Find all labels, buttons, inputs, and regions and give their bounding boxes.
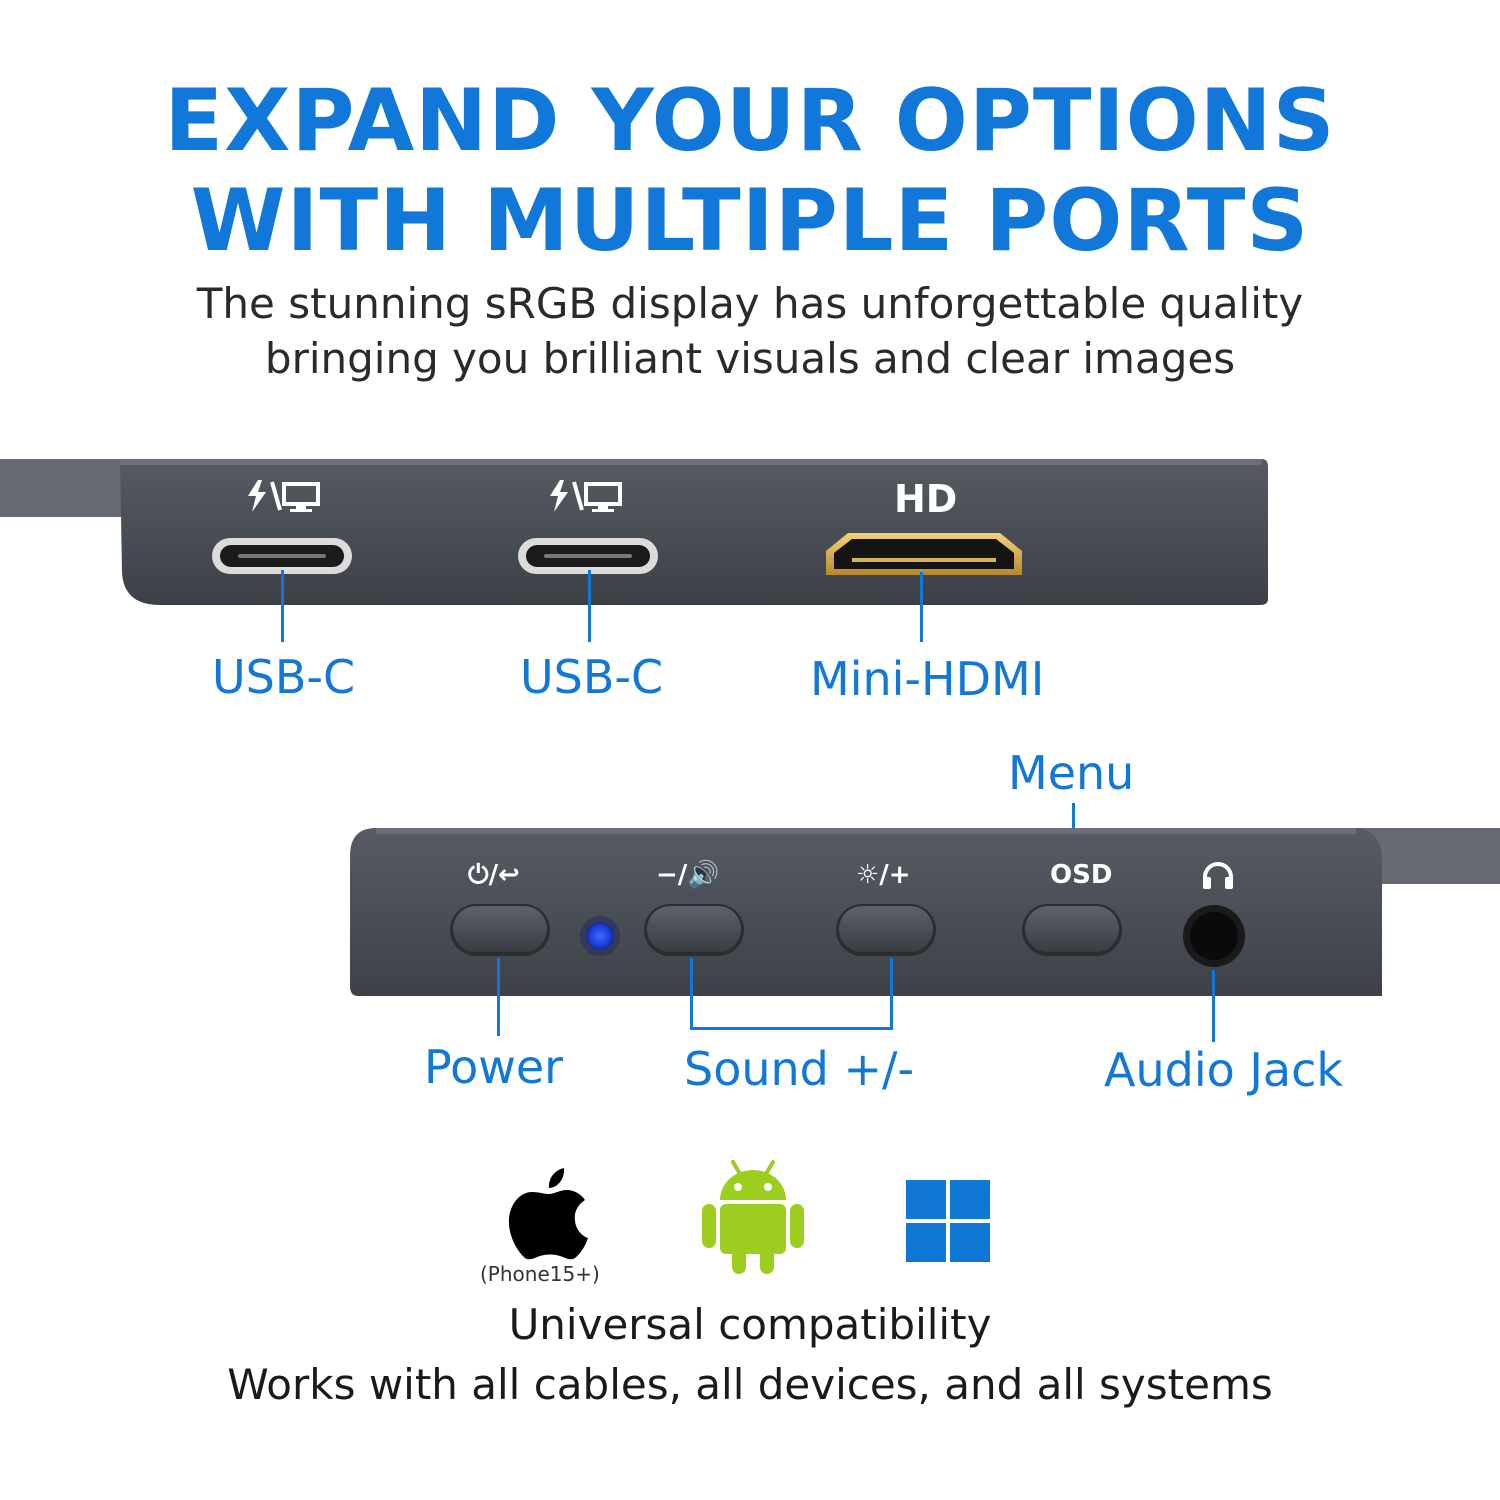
apple-note: (Phone15+) [480,1262,600,1286]
apple-icon [508,1164,590,1260]
audio-jack-port[interactable] [1183,905,1245,967]
windows-icon [906,1180,990,1262]
callout-line [497,958,500,1036]
mini-hdmi-label: Mini-HDMI [810,652,1045,706]
android-icon [700,1156,806,1276]
compatibility-title: Universal compatibility [508,1300,992,1349]
headphone-icon [1201,861,1235,891]
audio-jack-label: Audio Jack [1104,1043,1344,1097]
usb-c-label-1: USB-C [212,650,356,704]
volume-up-symbol: ☼/+ [856,860,911,890]
osd-button-symbol: OSD [1050,860,1113,890]
power-button[interactable] [450,904,550,956]
power-label: Power [424,1040,564,1094]
compatibility-subtitle: Works with all cables, all devices, and … [227,1360,1273,1409]
callout-line [690,958,693,1030]
callout-line [1212,970,1215,1042]
subtitle-line-2: bringing you brilliant visuals and clear… [264,334,1236,383]
callout-line [920,572,923,642]
callout-line [281,570,284,642]
side-ports-panel [0,455,1290,615]
sound-label: Sound +/- [684,1042,915,1096]
callout-line [588,570,591,642]
buttons-panel [346,826,1500,1002]
volume-down-symbol: −/🔊 [656,860,720,890]
callout-bracket [690,1027,893,1030]
headline-line-2: WITH MULTIPLE PORTS [190,171,1310,271]
menu-label: Menu [1008,746,1135,800]
power-display-icon [244,478,324,514]
subtitle-line-1: The stunning sRGB display has unforgetta… [196,279,1304,328]
callout-line [890,958,893,1030]
headline-line-1: EXPAND YOUR OPTIONS [164,71,1336,171]
usb-c-label-2: USB-C [520,650,664,704]
hd-icon: HD [894,477,958,521]
volume-up-button[interactable] [836,904,936,956]
power-button-symbol: ⏻/↩ [468,860,520,890]
power-display-icon [546,478,626,514]
osd-menu-button[interactable] [1022,904,1122,956]
volume-down-button[interactable] [644,904,744,956]
